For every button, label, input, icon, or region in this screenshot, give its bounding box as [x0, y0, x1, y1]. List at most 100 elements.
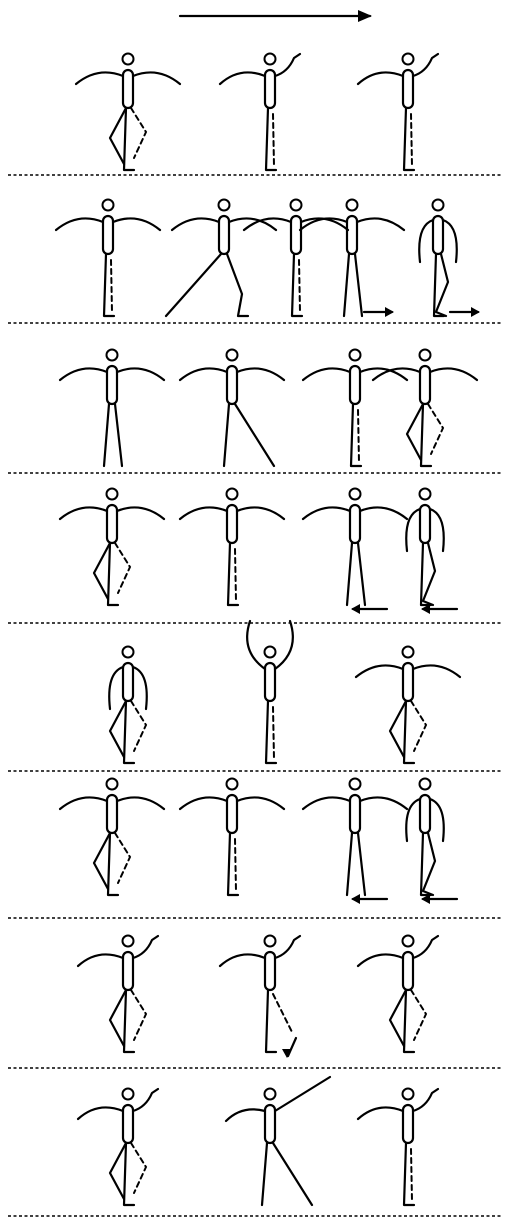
- dancer-figure-r2-f4: [298, 198, 406, 318]
- dancer-head: [345, 198, 359, 212]
- dancer-figure-r6-f4: [405, 777, 459, 904]
- dancer-head: [289, 198, 303, 212]
- dancer-legs: [432, 252, 450, 318]
- dancer-legs: [388, 699, 428, 765]
- dancer-legs: [419, 541, 437, 607]
- figure-row-4: [8, 487, 502, 624]
- dancer-legs: [108, 699, 148, 765]
- dancer-legs: [222, 402, 276, 468]
- dancer-figure-r8-f3: [356, 1087, 440, 1207]
- dancer-legs: [108, 106, 148, 172]
- dancer-arms: [178, 367, 286, 382]
- dancer-arms: [218, 52, 302, 86]
- dancer-legs: [108, 1141, 148, 1207]
- dancer-legs: [345, 541, 367, 607]
- dancer-head: [105, 348, 119, 362]
- dancer-figure-r5-f1: [108, 645, 148, 765]
- dancer-figure-r5-f2: [246, 619, 294, 765]
- dancer-legs: [226, 831, 240, 897]
- dancer-figure-r6-f2: [178, 777, 286, 897]
- dancer-body: [431, 214, 445, 256]
- figure-row-5: [8, 619, 502, 772]
- dancer-body: [101, 214, 115, 256]
- dancer-legs: [402, 106, 416, 172]
- dancer-head: [401, 934, 415, 948]
- dancer-body: [348, 793, 362, 835]
- dancer-head: [418, 487, 432, 501]
- dancer-arms: [74, 71, 182, 86]
- dancer-arms: [54, 217, 162, 232]
- dancer-head: [121, 934, 135, 948]
- dancer-arms: [242, 217, 350, 232]
- dancer-head: [431, 198, 445, 212]
- dancer-head: [263, 52, 277, 66]
- dancer-body: [263, 661, 277, 703]
- dancer-body: [418, 503, 432, 545]
- dancer-figure-r1-f2: [218, 52, 302, 172]
- dancer-arms: [371, 367, 479, 382]
- figure-row-6: [8, 777, 502, 919]
- dancer-body: [121, 68, 135, 110]
- dancer-body: [418, 793, 432, 835]
- step-arrow-down-icon: [282, 1036, 298, 1058]
- dancer-head: [105, 487, 119, 501]
- dancer-body: [217, 214, 231, 256]
- dancer-body: [345, 214, 359, 256]
- direction-arrow-icon: [178, 10, 372, 22]
- dancer-head: [348, 487, 362, 501]
- dancer-figure-r7-f1: [76, 934, 160, 1054]
- dancer-arms: [218, 934, 302, 968]
- dancer-legs: [388, 988, 428, 1054]
- dancer-arms: [356, 1087, 440, 1121]
- dancer-head: [105, 777, 119, 791]
- dancer-arms: [224, 1075, 332, 1123]
- dancer-head: [101, 198, 115, 212]
- figure-row-7: [8, 934, 502, 1069]
- dancer-body: [225, 364, 239, 406]
- dancer-arms: [301, 506, 409, 521]
- dancer-head: [348, 777, 362, 791]
- dancer-arms: [298, 217, 406, 232]
- step-arrow-left-icon: [351, 604, 389, 614]
- dancer-arms: [418, 218, 458, 264]
- dancer-body: [225, 503, 239, 545]
- dancer-legs: [102, 402, 124, 468]
- dancer-legs: [92, 541, 132, 607]
- dancer-arms: [170, 217, 278, 232]
- dancer-legs: [226, 541, 240, 607]
- dancer-figure-r3-f3: [301, 348, 409, 468]
- dancer-figure-r4-f2: [178, 487, 286, 607]
- dancer-figure-r1-f1: [74, 52, 182, 172]
- dancer-legs: [290, 252, 304, 318]
- dancer-figure-r2-f5: [418, 198, 480, 318]
- dancer-figure-r4-f3: [301, 487, 409, 614]
- dancer-legs: [345, 831, 367, 897]
- dancer-body: [289, 214, 303, 256]
- dancer-legs: [419, 831, 437, 897]
- dancer-head: [401, 52, 415, 66]
- dancer-arms: [108, 665, 148, 711]
- dancer-body: [263, 950, 277, 992]
- dancer-legs: [349, 402, 363, 468]
- dancer-legs: [102, 252, 116, 318]
- dancer-figure-r5-f3: [354, 645, 462, 765]
- dancer-body: [401, 950, 415, 992]
- dancer-head: [418, 348, 432, 362]
- step-arrow-left-icon: [421, 604, 459, 614]
- dancer-arms: [405, 507, 445, 553]
- dancer-arms: [58, 796, 166, 811]
- dancer-figure-r8-f1: [76, 1087, 160, 1207]
- dancer-figure-r7-f2: [218, 934, 302, 1058]
- dancer-head: [217, 198, 231, 212]
- dancer-arms: [356, 52, 440, 86]
- dancer-body: [401, 661, 415, 703]
- dancer-body: [401, 68, 415, 110]
- figure-row-3: [8, 348, 502, 474]
- dancer-head: [225, 777, 239, 791]
- dancer-figure-r4-f1: [58, 487, 166, 607]
- dancer-legs: [92, 831, 132, 897]
- dancer-body: [121, 661, 135, 703]
- dancer-head: [121, 1087, 135, 1101]
